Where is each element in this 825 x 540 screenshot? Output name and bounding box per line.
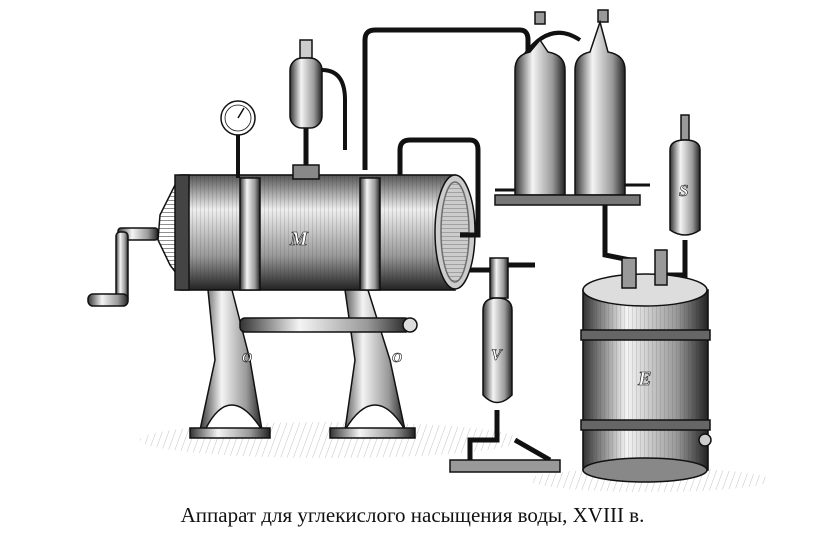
apparatus-illustration: M O O S [87,9,770,492]
vessel-s [669,114,701,236]
label-s: S [679,181,688,200]
figure-caption: Аппарат для углекислого насыщения воды, … [180,503,645,527]
label-o-right: O [392,351,402,366]
label-v: V [491,347,503,364]
twin-bottles [494,9,650,206]
barrel-e [580,249,712,483]
pressure-gauge [220,100,256,178]
main-tank [157,174,476,291]
vessel-v [449,257,561,473]
hand-crank [87,227,159,307]
label-m: M [289,228,309,250]
label-e: E [637,368,651,390]
label-o-left: O [242,351,252,366]
top-vessel [289,39,347,180]
